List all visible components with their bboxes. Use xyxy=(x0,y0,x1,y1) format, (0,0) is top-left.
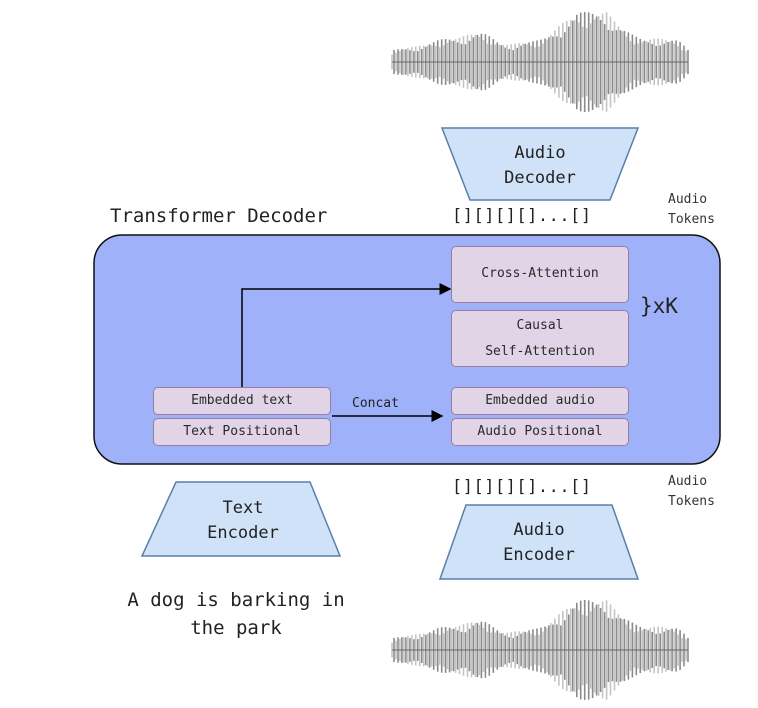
tokens-label-line2-bottom: Tokens xyxy=(668,494,715,509)
audio-tokens-label-bottom: Audio Tokens xyxy=(668,472,715,512)
audio-encoder-line2: Encoder xyxy=(503,545,575,565)
text-encoder-line2: Encoder xyxy=(207,523,279,543)
audio-decoder-line2: Decoder xyxy=(504,168,576,188)
audio-tokens-top: [][][][]...[] xyxy=(452,206,592,226)
caption-line1: A dog is barking in xyxy=(127,589,345,611)
text-encoder-line1: Text xyxy=(222,498,264,518)
text-to-cross-attention-arrow xyxy=(241,283,452,388)
text-encoder-shape xyxy=(140,481,342,557)
decoder-title: Transformer Decoder xyxy=(110,205,328,227)
audio-encoder-line1: Audio xyxy=(513,520,565,540)
tokens-label-line1-bottom: Audio xyxy=(668,474,708,489)
causal-line2: Self-Attention xyxy=(485,343,595,359)
causal-self-attention-block: Causal Self-Attention xyxy=(451,310,629,367)
embedded-text-block: Embedded text xyxy=(153,387,331,415)
audio-decoder-line1: Audio xyxy=(514,143,566,163)
causal-line1: Causal xyxy=(516,317,564,333)
top-waveform xyxy=(391,12,689,112)
text-prompt-caption: A dog is barking in the park xyxy=(98,586,374,642)
embedded-audio-block: Embedded audio xyxy=(451,387,629,415)
tokens-label-line1: Audio xyxy=(668,192,708,207)
audio-tokens-label-top: Audio Tokens xyxy=(668,190,715,230)
audio-tokens-bottom: [][][][]...[] xyxy=(452,477,592,497)
text-positional-block: Text Positional xyxy=(153,418,331,446)
audio-decoder-shape xyxy=(440,127,640,201)
audio-encoder-label: Audio Encoder xyxy=(466,518,612,568)
audio-decoder-label: Audio Decoder xyxy=(470,141,610,191)
repeat-k-label: }xK xyxy=(640,294,678,318)
text-encoder-label: Text Encoder xyxy=(170,496,316,546)
audio-positional-block: Audio Positional xyxy=(451,418,629,446)
concat-label: Concat xyxy=(352,396,399,411)
tokens-label-line2: Tokens xyxy=(668,212,715,227)
bottom-waveform xyxy=(391,600,689,700)
cross-attention-block: Cross-Attention xyxy=(451,246,629,303)
audio-encoder-shape xyxy=(438,504,640,580)
caption-line2: the park xyxy=(190,617,282,639)
